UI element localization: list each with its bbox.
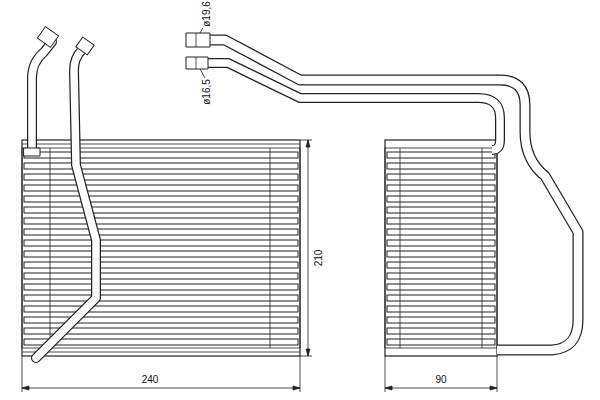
- dimension-label: 90: [434, 375, 447, 385]
- diameter-label: ø19,6: [202, 0, 212, 28]
- diameter-label: ø16,5: [202, 78, 212, 106]
- tubes-side: [186, 33, 578, 350]
- dimension-label: 210: [314, 249, 324, 268]
- tubes-front: [24, 27, 96, 358]
- dimension-lines: [22, 24, 497, 392]
- dimension-label: 240: [141, 375, 160, 385]
- core-side: [385, 140, 497, 356]
